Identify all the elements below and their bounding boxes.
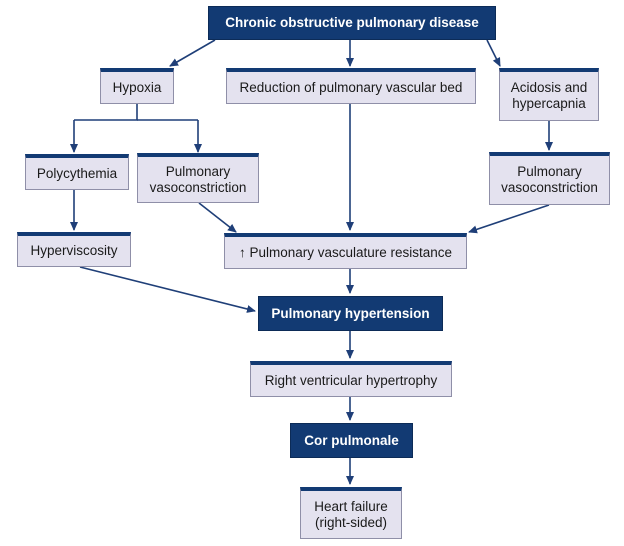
arrow-hyperviscosity-to-hypertension [79, 266, 256, 313]
node-copd: Chronic obstructive pulmonary disease [208, 6, 496, 40]
arrow-copd-to-hypoxia [169, 39, 216, 67]
node-acidosis-hypercapnia: Acidosis and hypercapnia [499, 68, 599, 121]
node-vascular-resistance: ↑ Pulmonary vasculature resistance [224, 233, 467, 269]
arrow-copd-to-acidosis [486, 39, 501, 67]
node-hypoxia: Hypoxia [100, 68, 174, 104]
node-vasoconstriction-left: Pulmonary vasoconstriction [137, 153, 259, 203]
connector-hypoxia-branch [74, 104, 138, 121]
arrow-vasoconstriction-left-to-resistance [198, 202, 237, 233]
node-rv-hypertrophy: Right ventricular hypertrophy [250, 361, 452, 397]
node-hyperviscosity: Hyperviscosity [17, 232, 131, 267]
node-cor-pulmonale: Cor pulmonale [290, 423, 413, 458]
node-heart-failure: Heart failure (right-sided) [300, 487, 402, 539]
node-pulmonary-hypertension: Pulmonary hypertension [258, 296, 443, 331]
node-polycythemia: Polycythemia [25, 154, 129, 190]
node-reduction-vascular-bed: Reduction of pulmonary vascular bed [226, 68, 476, 104]
node-vasoconstriction-right: Pulmonary vasoconstriction [489, 152, 610, 205]
arrow-vasoconstriction-right-to-resistance [468, 204, 550, 234]
